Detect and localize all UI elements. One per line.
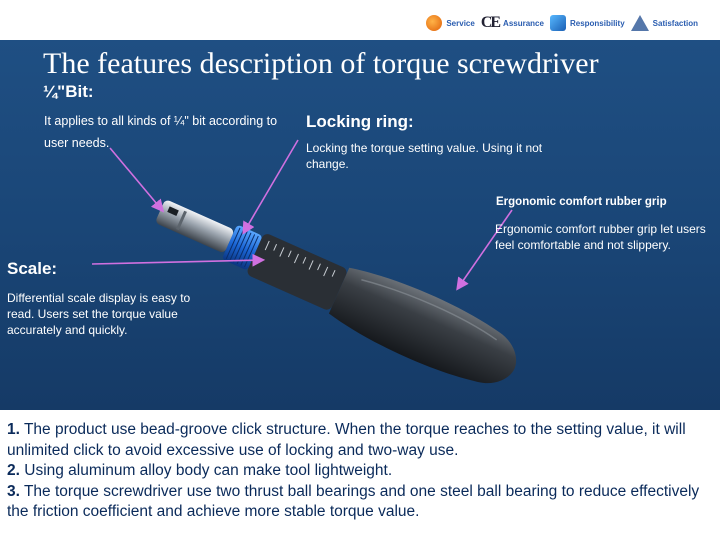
scale-description: Differential scale display is easy to re… [7,291,191,337]
arrow-scale [91,253,266,267]
note-item: 1. The product use bead-groove click str… [7,420,713,461]
scale-heading: Scale: [7,259,58,278]
arrow-locking-ring [242,139,299,235]
badge-label: Assurance [503,18,544,28]
note-number: 1. [7,421,20,438]
scale-collar [247,234,347,310]
bit-holder [156,200,234,253]
badge-label: Satisfaction [652,18,698,28]
service-icon [426,15,443,31]
arrow-grip [456,209,513,291]
notes-list: 1. The product use bead-groove click str… [7,420,713,523]
note-text: The product use bead-groove click struct… [7,421,686,459]
page-title: The features description of torque screw… [43,47,599,80]
bit-description: It applies to all kinds of ¼" bit accord… [44,114,278,150]
feature-panel [0,40,720,410]
arrow-bit [109,147,165,213]
badge-service: Service [426,15,475,31]
note-item: 3. The torque screwdriver use two thrust… [7,482,713,523]
locking-ring-description: Locking the torque setting value. Using … [306,141,543,171]
gs-mark-icon [549,15,566,31]
locking-ring-heading: Locking ring: [306,112,414,131]
ce-mark-icon: CE [480,14,501,31]
grip-heading: Ergonomic comfort rubber grip [496,196,667,208]
grip-description: Ergonomic comfort rubber grip let users … [495,222,706,252]
locking-ring [223,225,262,270]
rubber-grip [328,267,517,384]
screwdriver-illustration [91,139,517,384]
badge-assurance: CE Assurance [481,14,544,32]
note-text: The torque screwdriver use two thrust ba… [7,482,700,521]
badge-satisfaction: Satisfaction [630,15,698,31]
triangle-cert-icon [630,15,649,31]
note-text: Using aluminum alloy body can make tool … [19,462,393,479]
badge-label: Service [446,18,475,28]
note-number: 3. [7,482,20,500]
badge-row: Service CE Assurance Responsibility Sati… [426,14,698,32]
badge-label: Responsibility [569,18,625,28]
badge-responsibility: Responsibility [549,15,625,31]
note-number: 2. [7,462,20,479]
header-bar: Service CE Assurance Responsibility Sati… [0,0,720,40]
bit-heading: ¼"Bit: [43,82,94,101]
note-item: 2. Using aluminum alloy body can make to… [7,461,713,482]
callout-arrows [91,139,513,291]
